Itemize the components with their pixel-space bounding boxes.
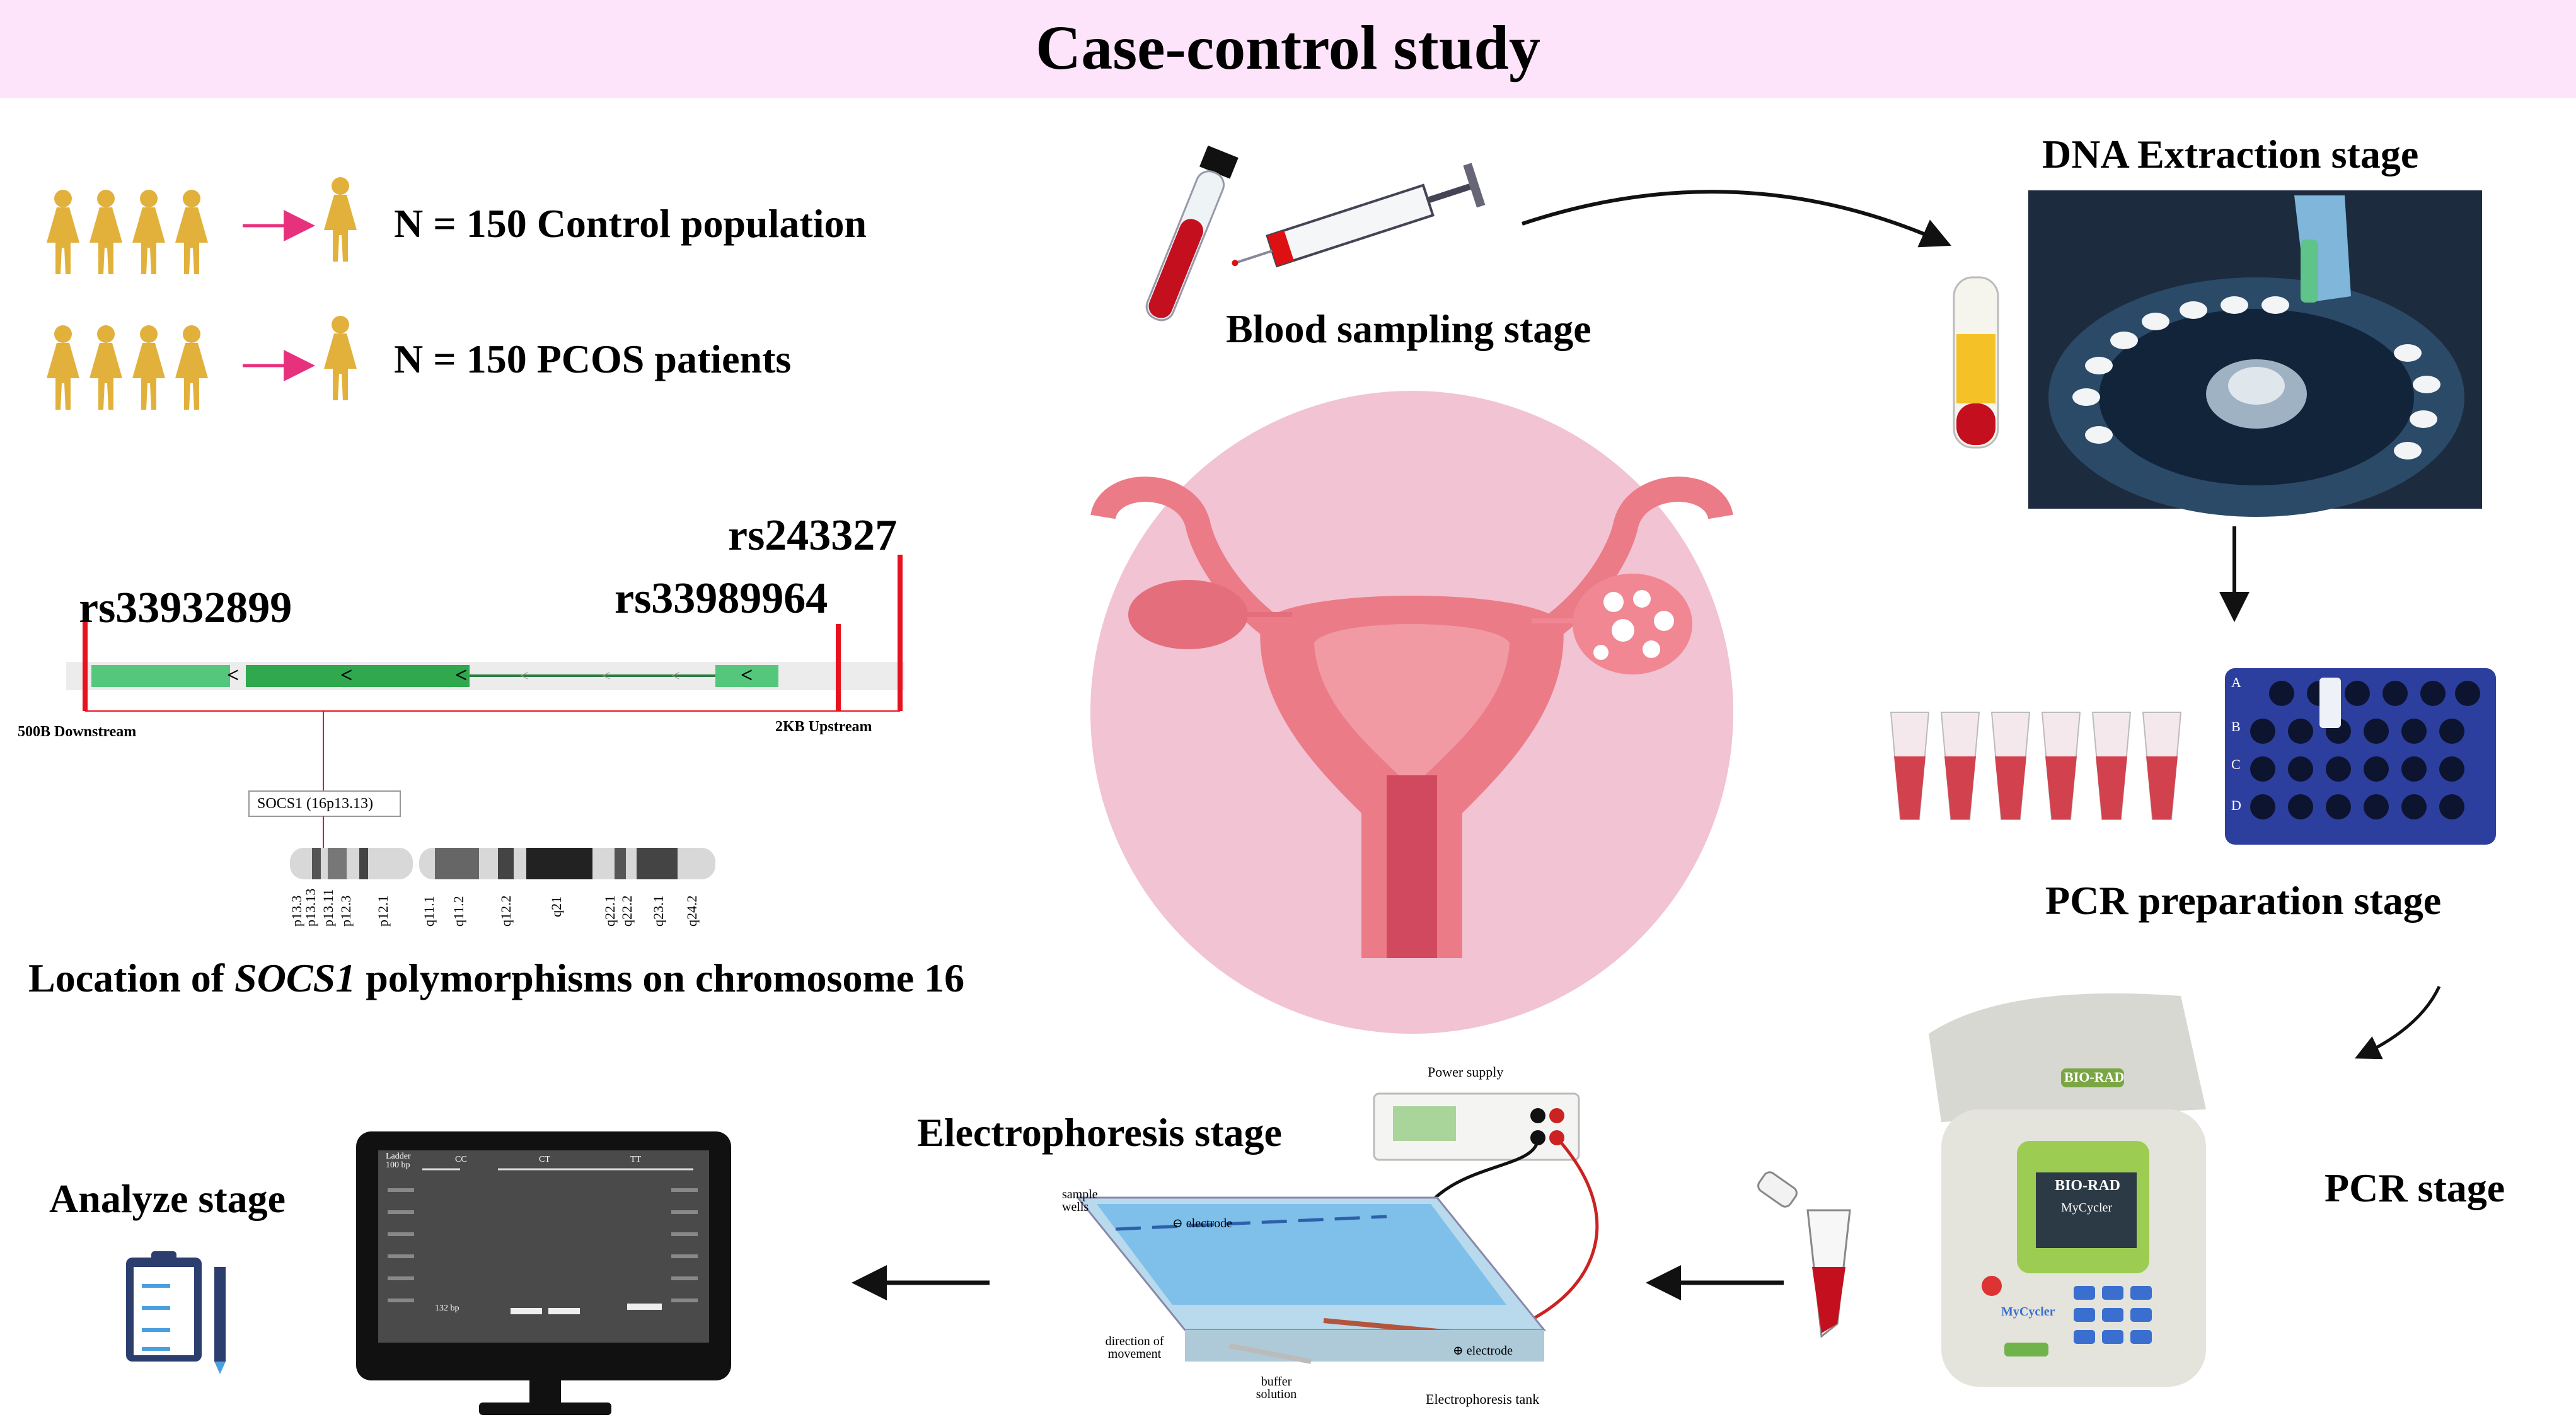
dna-extraction-stage-label: DNA Extraction stage — [2042, 132, 2419, 176]
gel-lane-cc: CC — [455, 1155, 467, 1164]
band-label: p13.13 — [303, 888, 318, 927]
pcr-rack-icon — [2225, 668, 2496, 845]
caption-suffix: polymorphisms on chromosome 16 — [355, 956, 965, 1000]
control-population-label: N = 150 Control population — [394, 201, 867, 246]
rack-row-label: A — [2231, 674, 2241, 690]
svg-text:<: < — [455, 664, 467, 687]
title-banner — [0, 0, 2576, 98]
electrophoresis-stage-label: Electrophoresis stage — [917, 1110, 1282, 1155]
pcos-patients-label: N = 150 PCOS patients — [394, 337, 792, 381]
upstream-label: 2KB Upstream — [775, 719, 872, 735]
svg-text:<: < — [227, 664, 239, 687]
sample-wells-label: sample wells — [1062, 1188, 1098, 1214]
gel-monitor — [356, 1131, 731, 1415]
svg-text:<: < — [340, 664, 352, 687]
positive-electrode-label: ⊕ electrode — [1453, 1344, 1513, 1358]
rack-row-label: D — [2231, 797, 2241, 813]
thermocycler-model-side: MyCycler — [2001, 1305, 2055, 1319]
band-label: q11.2 — [451, 896, 466, 927]
band-label: q12.2 — [498, 895, 514, 927]
sample-tube-icon — [1953, 276, 1999, 449]
electrophoresis-apparatus — [1075, 1092, 1599, 1364]
caption-gene: SOCS1 — [234, 956, 356, 1000]
band-label: p12.3 — [338, 895, 354, 927]
thermocycler-model: MyCycler — [2061, 1201, 2113, 1215]
rack-row-label: C — [2231, 756, 2241, 772]
socs1-gene-box-label: SOCS1 (16p13.13) — [257, 795, 374, 812]
pcr-preparation-stage-label: PCR preparation stage — [2045, 878, 2442, 923]
gel-ladder-label: Ladder 100 bp — [386, 1152, 411, 1170]
svg-text:<: < — [741, 664, 753, 687]
blood-tube-icon — [1145, 145, 1239, 321]
svg-text:<: < — [602, 668, 611, 685]
snp-rs33989964: rs33989964 — [615, 574, 828, 623]
thermocycler-brand-screen: BIO-RAD — [2055, 1177, 2121, 1194]
clipboard-icon — [126, 1251, 226, 1374]
band-label: q23.1 — [650, 895, 666, 927]
svg-text:<: < — [520, 668, 529, 685]
thermocycler-brand-top: BIO-RAD — [2064, 1069, 2125, 1085]
control-women-icons — [47, 177, 357, 274]
pcr-stage-label: PCR stage — [2325, 1165, 2505, 1210]
syringe-icon — [1232, 163, 1486, 268]
band-label: q22.2 — [619, 895, 635, 927]
band-label: p12.1 — [375, 895, 391, 927]
centrifuge-photo — [2028, 190, 2482, 517]
patient-women-icons — [47, 316, 357, 410]
gel-band-size-label: 132 bp — [435, 1304, 459, 1313]
caption-prefix: Location of — [28, 956, 235, 1000]
snp-rs33932899: rs33932899 — [79, 584, 292, 632]
gel-lane-ct: CT — [539, 1155, 550, 1164]
electrophoresis-tank-label: Electrophoresis tank — [1426, 1391, 1540, 1407]
analyze-stage-label: Analyze stage — [49, 1176, 286, 1221]
power-supply-label: Power supply — [1428, 1064, 1504, 1080]
svg-text:<: < — [671, 668, 680, 685]
band-label: q24.2 — [684, 895, 700, 927]
chromosome-16 — [290, 848, 715, 879]
buffer-solution-label: buffer solution — [1256, 1375, 1297, 1401]
blood-sampling-stage-label: Blood sampling stage — [1226, 306, 1591, 351]
gel-lane-tt: TT — [630, 1155, 642, 1164]
uterus-illustration — [1090, 391, 1733, 1034]
band-label: q21 — [548, 896, 564, 917]
rack-row-label: B — [2231, 719, 2241, 734]
thermocycler-photo — [1929, 993, 2206, 1387]
direction-of-movement-label: direction of movement — [1105, 1334, 1164, 1361]
chromosome-caption: Location of SOCS1 polymorphisms on chrom… — [28, 955, 964, 1002]
reaction-tube-icon — [1757, 1171, 1851, 1338]
page-title: Case-control study — [1036, 13, 1540, 83]
band-label: q22.1 — [602, 895, 618, 927]
negative-electrode-label: ⊖ electrode — [1172, 1217, 1233, 1230]
pcr-tubes-icon — [1890, 712, 2182, 820]
band-label: p13.11 — [320, 889, 336, 927]
band-label: q11.1 — [421, 896, 437, 927]
downstream-label: 500B Downstream — [18, 724, 137, 740]
snp-rs243327: rs243327 — [728, 511, 898, 560]
gene-map: < < < < < < < — [66, 555, 904, 848]
